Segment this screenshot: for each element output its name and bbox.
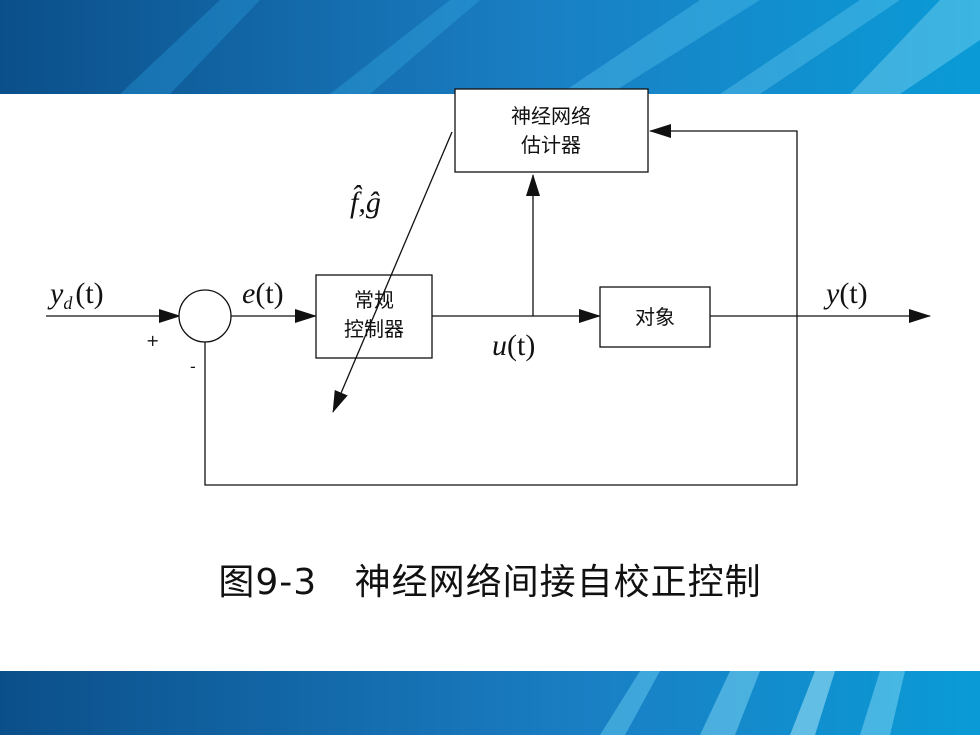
nn-estimator-label-line2: 估计器	[521, 133, 581, 157]
header-band	[0, 0, 980, 94]
output-to-estimator-line	[649, 124, 798, 316]
controller-label-line1: 常规	[354, 288, 394, 312]
summing-junction	[178, 289, 232, 343]
nn-estimator-block	[454, 88, 649, 173]
estimate-line	[332, 131, 453, 413]
footer-band	[0, 671, 980, 735]
plant-block	[599, 286, 711, 348]
controller-label-line2: 控制器	[344, 317, 404, 341]
plant-label: 对象	[635, 305, 675, 329]
signal-e: e(t)	[242, 277, 284, 310]
signal-y: y(t)	[823, 277, 868, 310]
signal-estimates: f̂,ĝ	[350, 185, 381, 219]
figure-title: 神经网络间接自校正控制	[354, 562, 762, 603]
plus-sign: +	[146, 331, 159, 350]
feedback-line	[204, 316, 798, 486]
nn-estimator-label-line1: 神经网络	[511, 104, 591, 128]
signal-yd: yd(t)	[47, 277, 104, 313]
minus-sign: -	[190, 357, 196, 376]
signal-u: u(t)	[492, 329, 535, 362]
figure-number: 图9-3	[218, 562, 318, 603]
figure-caption: 图9-3 神经网络间接自校正控制	[0, 553, 980, 605]
